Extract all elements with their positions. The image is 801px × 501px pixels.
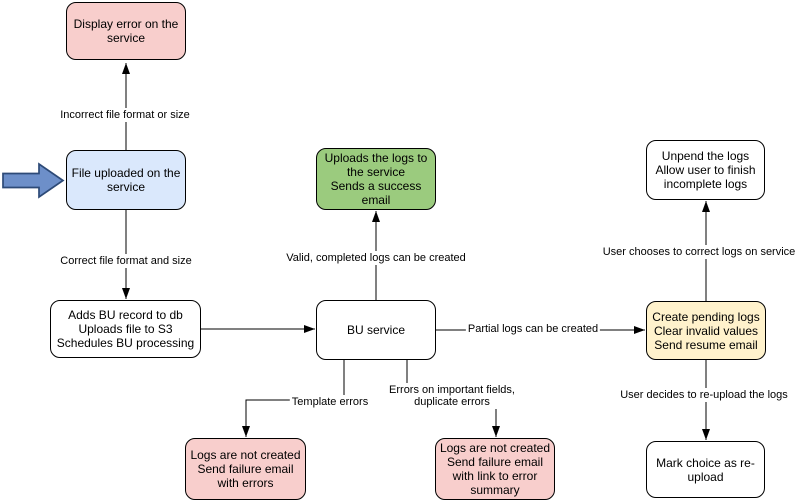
node-uploads-logs: Uploads the logs to the service Sends a … <box>316 148 436 210</box>
edge-label-template-errors: Template errors <box>289 395 371 409</box>
node-display-error: Display error on the service <box>66 2 186 60</box>
node-logs-not-created-errors: Logs are not created Send failure email … <box>185 438 306 500</box>
node-create-pending-logs: Create pending logs Clear invalid values… <box>646 301 766 360</box>
node-mark-reupload: Mark choice as re- upload <box>646 441 765 498</box>
edge-label-incorrect-format: Incorrect file format or size <box>58 108 192 122</box>
entry-arrow-icon <box>2 162 65 199</box>
edge-label-correct-format: Correct file format and size <box>58 254 194 268</box>
node-logs-not-created-summary: Logs are not created Send failure email … <box>435 438 555 500</box>
edge-label-valid-logs: Valid, completed logs can be created <box>284 251 468 265</box>
node-bu-service: BU service <box>316 300 436 360</box>
edge-label-correct-on-service: User chooses to correct logs on service <box>600 245 798 259</box>
node-file-uploaded: File uploaded on the service <box>66 150 186 210</box>
edge-label-partial-logs: Partial logs can be created <box>465 322 601 336</box>
node-unpend-logs: Unpend the logs Allow user to finish inc… <box>646 140 765 200</box>
node-adds-bu-record: Adds BU record to db Uploads file to S3 … <box>50 300 201 358</box>
edge-label-user-reupload: User decides to re-upload the logs <box>618 388 790 402</box>
edge-label-field-errors: Errors on important fields, duplicate er… <box>387 383 517 409</box>
